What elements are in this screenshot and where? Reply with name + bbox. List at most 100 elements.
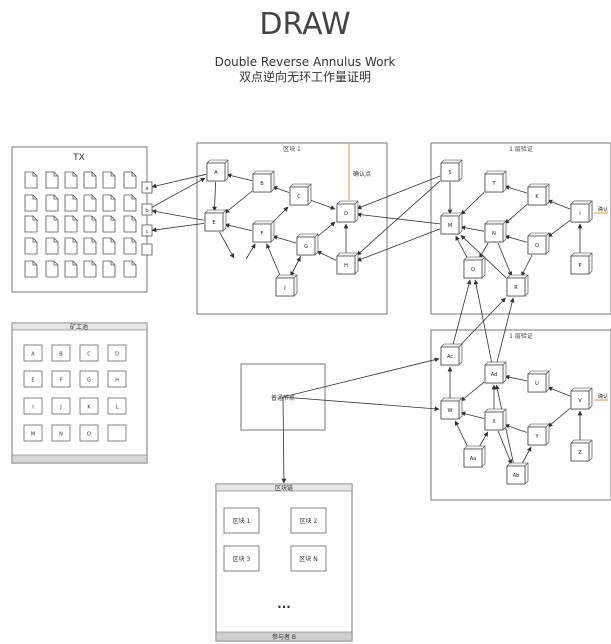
graph-node: Ac bbox=[440, 343, 463, 366]
miner-cell-label: N bbox=[59, 432, 63, 438]
graph-edge bbox=[521, 446, 532, 466]
miner-cell bbox=[23, 397, 43, 415]
miner-cell bbox=[79, 370, 99, 388]
graph-edge bbox=[460, 235, 507, 278]
miner-cell bbox=[51, 424, 71, 442]
graph-edge bbox=[282, 396, 440, 412]
graph-edge bbox=[315, 221, 336, 239]
graph-node: Z bbox=[570, 439, 593, 462]
graph-edge bbox=[224, 190, 253, 214]
document-icon bbox=[83, 171, 97, 189]
graph-node-label: R bbox=[514, 285, 518, 291]
graph-edge bbox=[504, 374, 528, 382]
miner-cell-label: K bbox=[87, 405, 91, 411]
graph-node: O bbox=[527, 232, 550, 255]
graph-node: A bbox=[206, 159, 229, 182]
graph-edge bbox=[460, 381, 485, 402]
document-icon bbox=[45, 171, 59, 189]
graph-node-label: B bbox=[260, 181, 264, 187]
graph-node-label: Z bbox=[578, 450, 582, 456]
graph-node: U bbox=[527, 370, 550, 393]
graph-node-label: D bbox=[344, 211, 348, 217]
document-icon bbox=[83, 237, 97, 255]
graph-edge bbox=[497, 242, 513, 277]
graph-edge bbox=[547, 408, 571, 428]
graph-node-label: Ab bbox=[513, 473, 520, 479]
document-icon bbox=[64, 171, 78, 189]
graph-node: M bbox=[440, 212, 463, 235]
miner-cell bbox=[51, 370, 71, 388]
graph-node-label: J bbox=[283, 285, 285, 291]
blockchain-panel-footer: 参与者 B bbox=[272, 633, 296, 641]
blockchain-item bbox=[290, 507, 327, 534]
miner-cell bbox=[23, 370, 43, 388]
graph-node: Aa bbox=[463, 445, 486, 468]
graph-node: Ab bbox=[506, 462, 529, 485]
miner-cell bbox=[79, 344, 99, 362]
tx-port-label: c bbox=[146, 229, 149, 235]
graph-node-label: V bbox=[578, 398, 582, 404]
tx-port bbox=[141, 243, 153, 256]
miner-cell-label: A bbox=[31, 352, 35, 358]
graph-nodes: ABCDEFGHIJSTKMNIQOPRAcAdUWXVYAaZAb bbox=[204, 159, 593, 485]
miner-cell bbox=[79, 424, 99, 442]
miner-cell-label: I bbox=[32, 405, 33, 411]
document-icon bbox=[64, 194, 78, 212]
graph-node-label: Aa bbox=[470, 456, 476, 462]
document-icon bbox=[24, 194, 38, 212]
graph-edge bbox=[454, 420, 469, 449]
graph-node-label: K bbox=[535, 194, 539, 200]
graph-edge bbox=[272, 235, 297, 244]
graph-edge bbox=[224, 223, 253, 232]
graph-node-label: W bbox=[448, 408, 453, 414]
graph-edge bbox=[316, 250, 337, 261]
miner-cell-label: L bbox=[116, 405, 119, 411]
miner-cell-label: G bbox=[87, 378, 91, 384]
miner-cell-label: B bbox=[59, 352, 63, 358]
graph-node: I bbox=[570, 200, 593, 223]
graph-edge bbox=[504, 234, 528, 243]
graph-edge bbox=[151, 177, 206, 208]
graph-edge bbox=[356, 180, 441, 256]
document-icon bbox=[45, 237, 59, 255]
graph-edge bbox=[504, 185, 528, 194]
graph-node: Ad bbox=[484, 361, 507, 384]
cluster-top-right-side-label: 确认 bbox=[598, 206, 608, 213]
graph-edge bbox=[460, 411, 485, 419]
graph-node-label: F bbox=[261, 231, 264, 237]
graph-node: G bbox=[296, 233, 319, 256]
miner-cell bbox=[107, 397, 127, 415]
graph-edge bbox=[479, 242, 489, 259]
miner-cell-label: E bbox=[31, 378, 34, 384]
document-icon bbox=[123, 194, 137, 212]
graph-node: B bbox=[252, 170, 275, 193]
graph-edge bbox=[151, 209, 205, 221]
document-icon bbox=[102, 215, 116, 233]
graph-edge bbox=[212, 181, 218, 212]
blockchain-item-label: 区块 N bbox=[299, 555, 317, 563]
graph-node-label: G bbox=[304, 244, 308, 250]
graph-node-label: I bbox=[579, 211, 580, 217]
graph-node: J bbox=[275, 274, 298, 297]
graph-node-label: X bbox=[492, 419, 496, 425]
blockchain-item bbox=[223, 545, 260, 572]
graph-node: H bbox=[336, 252, 359, 275]
miner-cell bbox=[23, 424, 43, 442]
graph-node-label: N bbox=[492, 231, 496, 237]
document-icon bbox=[64, 260, 78, 278]
graph-node: K bbox=[527, 183, 550, 206]
graph-node-label: U bbox=[535, 381, 539, 387]
graph-node-label: E bbox=[212, 220, 215, 226]
graph-node: E bbox=[204, 209, 227, 232]
graph-edge bbox=[478, 431, 489, 449]
tx-panel: TX abc bbox=[11, 146, 153, 293]
graph-node: T bbox=[484, 170, 507, 193]
graph-edge bbox=[459, 297, 506, 347]
graph-edge bbox=[547, 199, 571, 210]
graph-edge bbox=[266, 243, 282, 278]
graph-node-label: M bbox=[448, 223, 452, 229]
